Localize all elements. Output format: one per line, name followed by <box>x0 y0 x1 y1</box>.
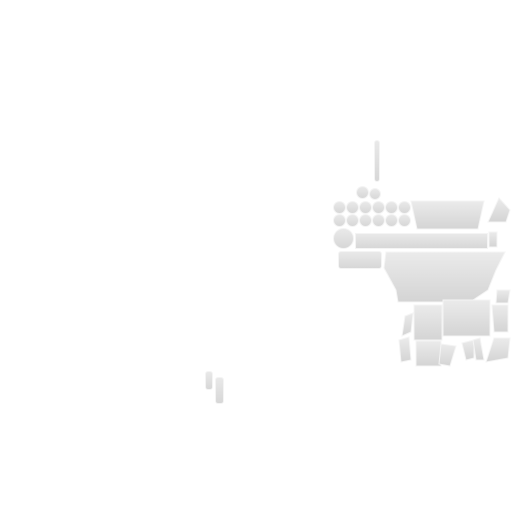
knob-small <box>356 186 369 199</box>
knob <box>385 201 398 214</box>
small-bit <box>461 339 475 361</box>
right-triangle <box>485 337 511 363</box>
knob <box>346 214 359 227</box>
body-panel <box>383 251 506 303</box>
knob <box>346 201 359 214</box>
knob <box>359 201 372 214</box>
knob-large <box>333 228 354 249</box>
screen-trapezoid <box>410 200 485 230</box>
knob <box>372 214 385 227</box>
knob-small <box>369 188 381 200</box>
knob <box>359 214 372 227</box>
small-piece <box>215 377 224 404</box>
long-panel <box>355 233 488 249</box>
right-sliver <box>491 304 509 333</box>
knob <box>398 214 411 227</box>
middle-block <box>413 304 443 341</box>
knob <box>333 201 346 214</box>
antenna-bar <box>374 140 380 182</box>
knob <box>398 201 411 214</box>
middle-block <box>442 299 491 337</box>
right-sliver <box>495 289 511 304</box>
sliver <box>488 231 498 248</box>
small-bit <box>472 337 485 361</box>
small-piece <box>205 371 213 390</box>
small-bit <box>398 336 412 363</box>
knob <box>385 214 398 227</box>
small-bit <box>438 343 457 367</box>
triangle-piece <box>487 197 511 223</box>
middle-block <box>415 340 442 367</box>
side-block <box>338 251 382 269</box>
small-bit <box>401 312 414 337</box>
knob <box>372 201 385 214</box>
knob <box>333 214 346 227</box>
